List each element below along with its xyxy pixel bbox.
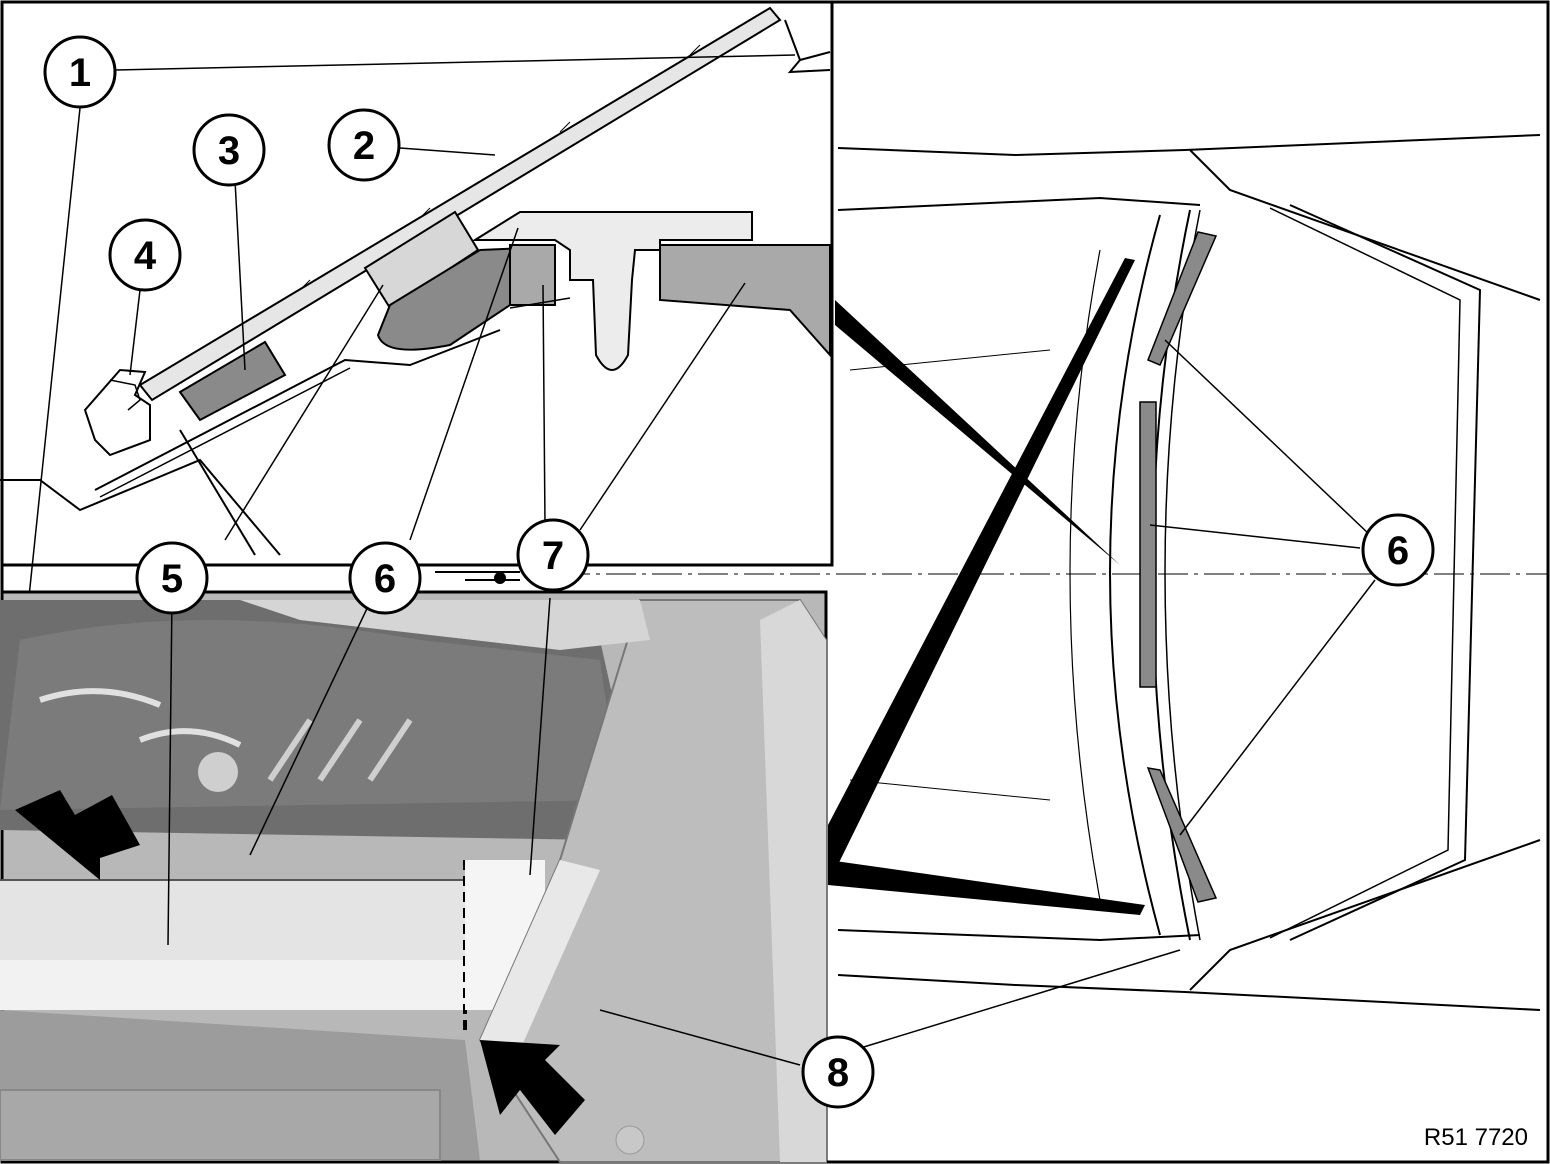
- photo-inset: [0, 571, 828, 1164]
- svg-text:6: 6: [1387, 529, 1409, 573]
- inset-leader-lines: [24, 54, 796, 636]
- callout-6-left: 6: [348, 541, 422, 615]
- callout-7: 7: [516, 518, 590, 592]
- spacer-block: [363, 210, 480, 310]
- callout-3: 3: [192, 113, 266, 187]
- lower-wedge: [828, 258, 1135, 885]
- zoom-wedges: [828, 258, 1145, 915]
- pad-upper: [1147, 231, 1218, 366]
- svg-text:3: 3: [218, 129, 240, 173]
- svg-text:4: 4: [134, 234, 157, 278]
- figure-reference: R51 7720: [1424, 1124, 1528, 1151]
- callout-markers: 1 2 3 4 5 6 7 6: [43, 35, 1435, 1109]
- adhesive-pads-top-view: [1139, 231, 1218, 903]
- callout-1: 1: [43, 35, 117, 109]
- photo-leader-lines: [167, 597, 801, 1066]
- arrow-left: [15, 790, 140, 880]
- pad-middle: [1139, 401, 1157, 688]
- bottom-wedge: [828, 860, 1145, 915]
- callout-8: 8: [801, 1035, 875, 1109]
- svg-text:2: 2: [353, 124, 375, 168]
- support-block-right: [659, 244, 831, 358]
- trim-clip: [83, 368, 151, 457]
- svg-text:6: 6: [374, 557, 396, 601]
- bracket-t-clip: [471, 211, 753, 371]
- svg-text:8: 8: [827, 1051, 849, 1095]
- foam-strip-photo: [0, 880, 465, 960]
- support-block-left: [509, 244, 556, 306]
- svg-text:1: 1: [69, 51, 91, 95]
- upper-wedge: [835, 300, 1120, 565]
- right-leader-lines: [804, 339, 1376, 1066]
- windshield-glass: [138, 6, 782, 402]
- arrow-right: [480, 1040, 585, 1135]
- svg-text:7: 7: [542, 534, 564, 578]
- callout-2: 2: [327, 108, 401, 182]
- callout-6-right: 6: [1361, 513, 1435, 587]
- callout-4: 4: [108, 218, 182, 292]
- seal-block: [178, 340, 287, 422]
- callout-5: 5: [135, 541, 209, 615]
- svg-text:5: 5: [161, 557, 183, 601]
- pad-lower: [1146, 767, 1218, 903]
